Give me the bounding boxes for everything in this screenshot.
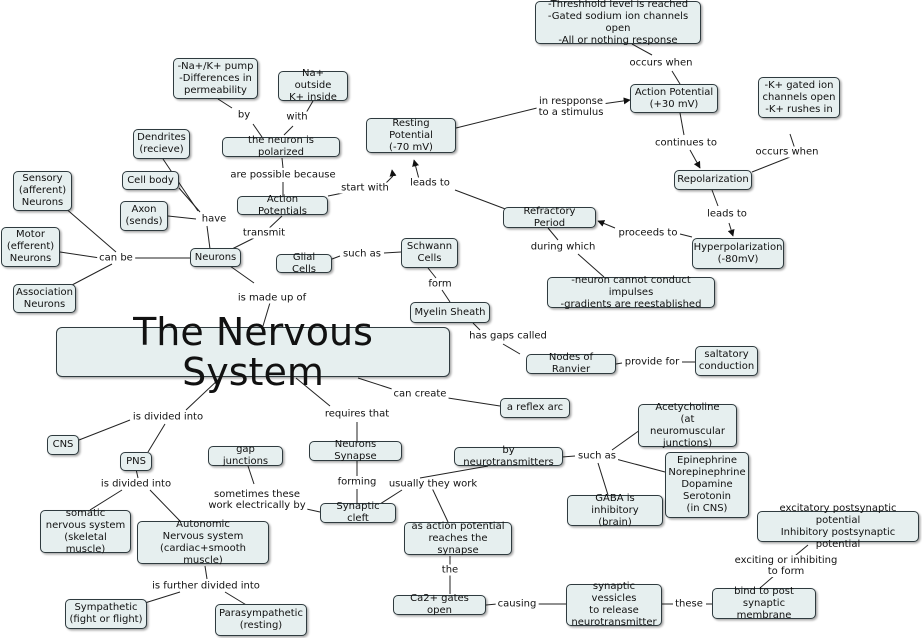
link-during-which: during which <box>528 241 598 253</box>
nervous-system-node: The Nervous System <box>56 312 450 392</box>
link-is-further-divided-into: is further divided into <box>150 580 262 592</box>
action-potential-node: Action Potential (+30 mV) <box>630 84 718 113</box>
link-with: with <box>284 111 310 123</box>
reaches-synapse-node: as action potential reaches the synapse <box>404 521 512 556</box>
resting-potential-node: Resting Potential (-70 mV) <box>366 118 456 153</box>
pump-node: -Na+/K+ pump -Differences in permeabilit… <box>173 58 258 99</box>
link-can-create: can create <box>391 388 449 400</box>
link-provide-for: provide for <box>622 356 682 368</box>
link-continues-to: continues to <box>653 137 719 149</box>
synaptic-vessicles-node: synaptic vessicles to release neurotrans… <box>566 581 662 628</box>
link-proceeds-to: proceeds to <box>616 227 680 239</box>
link-leads-to-1: leads to <box>705 208 749 220</box>
link-usually-they-work: usually they work <box>386 478 480 490</box>
refractory-period-node: Refractory Period <box>503 206 596 229</box>
parasympathetic-node: Parasympathetic (resting) <box>215 604 307 636</box>
saltatory-conduction-node: saltatory conduction <box>695 346 758 376</box>
link-in-response: in respponse to a stimulus <box>536 96 606 118</box>
reflex-arc-node: a reflex arc <box>500 398 570 418</box>
link-are-possible-because: are possible because <box>228 169 338 181</box>
action-potentials-node: Action Potentials <box>237 194 328 217</box>
link-exciting-or-inhibiting: exciting or inhibiting to form <box>732 555 840 577</box>
epinephrine-node: Epinephrine Norepinephrine Dopamine Sero… <box>665 452 749 518</box>
neurons-synapse-node: Neurons Synapse <box>309 439 402 462</box>
sympathetic-node: Sympathetic (fight or flight) <box>65 599 147 629</box>
link-is-divided-into-1: is divided into <box>130 411 206 423</box>
k-gated-node: -K+ gated ion channels open -K+ rushes i… <box>758 77 840 118</box>
link-requires-that: requires that <box>322 408 392 420</box>
link-transmit: transmit <box>240 227 288 239</box>
link-such-as-2: such as <box>576 450 618 462</box>
link-sometimes-electrically: sometimes these work electrically by <box>206 489 308 511</box>
axon-node: Axon (sends) <box>120 201 168 231</box>
autonomic-node: Autonomic Nervous system (cardiac+smooth… <box>137 519 269 566</box>
link-causing: causing <box>495 598 539 610</box>
motor-neurons-node: Motor (efferent) Neurons <box>1 227 60 267</box>
repolarization-node: Repolarization <box>674 170 752 190</box>
threshold-node: -Threshhold level is reached -Gated sodi… <box>535 0 701 46</box>
nodes-of-ranvier-node: Nodes of Ranvier <box>526 352 616 375</box>
link-by: by <box>235 109 253 121</box>
link-has-gaps-called: has gaps called <box>467 330 549 342</box>
association-neurons-node: Association Neurons <box>13 284 76 313</box>
link-form: form <box>426 278 454 290</box>
link-such-as-1: such as <box>341 248 383 260</box>
glial-cells-node: Glial Cells <box>276 252 332 275</box>
acetycholine-node: Acetycholine (at neuromuscular junctions… <box>638 402 737 449</box>
link-have: have <box>199 213 229 225</box>
cell-body-node: Cell body <box>122 171 179 190</box>
cannot-conduct-node: -neuron cannot conduct impulses -gradien… <box>547 275 715 310</box>
somatic-node: somatic nervous system (skeletal muscle) <box>40 508 131 555</box>
gaba-node: GABA is inhibitory (brain) <box>567 493 663 528</box>
dendrites-node: Dendrites (recieve) <box>133 129 190 159</box>
hyperpolarization-node: Hyperpolarization (-80mV) <box>692 238 784 269</box>
link-is-divided-into-2: is divided into <box>98 478 174 490</box>
link-leads-to-2: leads to <box>408 177 452 189</box>
gap-junctions-node: gap junctions <box>208 444 283 467</box>
polarized-node: the neuron is polarized <box>222 135 340 158</box>
link-start-with: start with <box>339 182 391 194</box>
link-occurs-when-2: occurs when <box>753 146 821 158</box>
myelin-sheath-node: Myelin Sheath <box>410 302 490 323</box>
schwann-cells-node: Schwann Cells <box>401 238 458 268</box>
link-can-be: can be <box>97 252 135 264</box>
sensory-neurons-node: Sensory (afferent) Neurons <box>13 171 72 211</box>
neurons-node: Neurons <box>190 248 241 267</box>
link-occurs-when-1: occurs when <box>627 57 695 69</box>
link-the: the <box>439 564 461 576</box>
ca-gates-node: Ca2+ gates open <box>393 593 486 616</box>
link-is-made-up-of: is made up of <box>235 292 309 304</box>
link-forming: forming <box>335 476 379 488</box>
pns-node: PNS <box>120 452 152 471</box>
link-these: these <box>673 598 705 610</box>
synaptic-cleft-node: Synaptic cleft <box>320 501 396 524</box>
by-neurotransmitters-node: by neurotransmitters <box>454 445 563 468</box>
bind-node: bind to post synaptic membrane <box>712 586 816 621</box>
excitatory-node: excitatory postsynaptic potential Inhibi… <box>757 503 919 550</box>
cns-node: CNS <box>47 435 79 455</box>
na-outside-node: Na+ outside K+ inside <box>278 68 348 103</box>
